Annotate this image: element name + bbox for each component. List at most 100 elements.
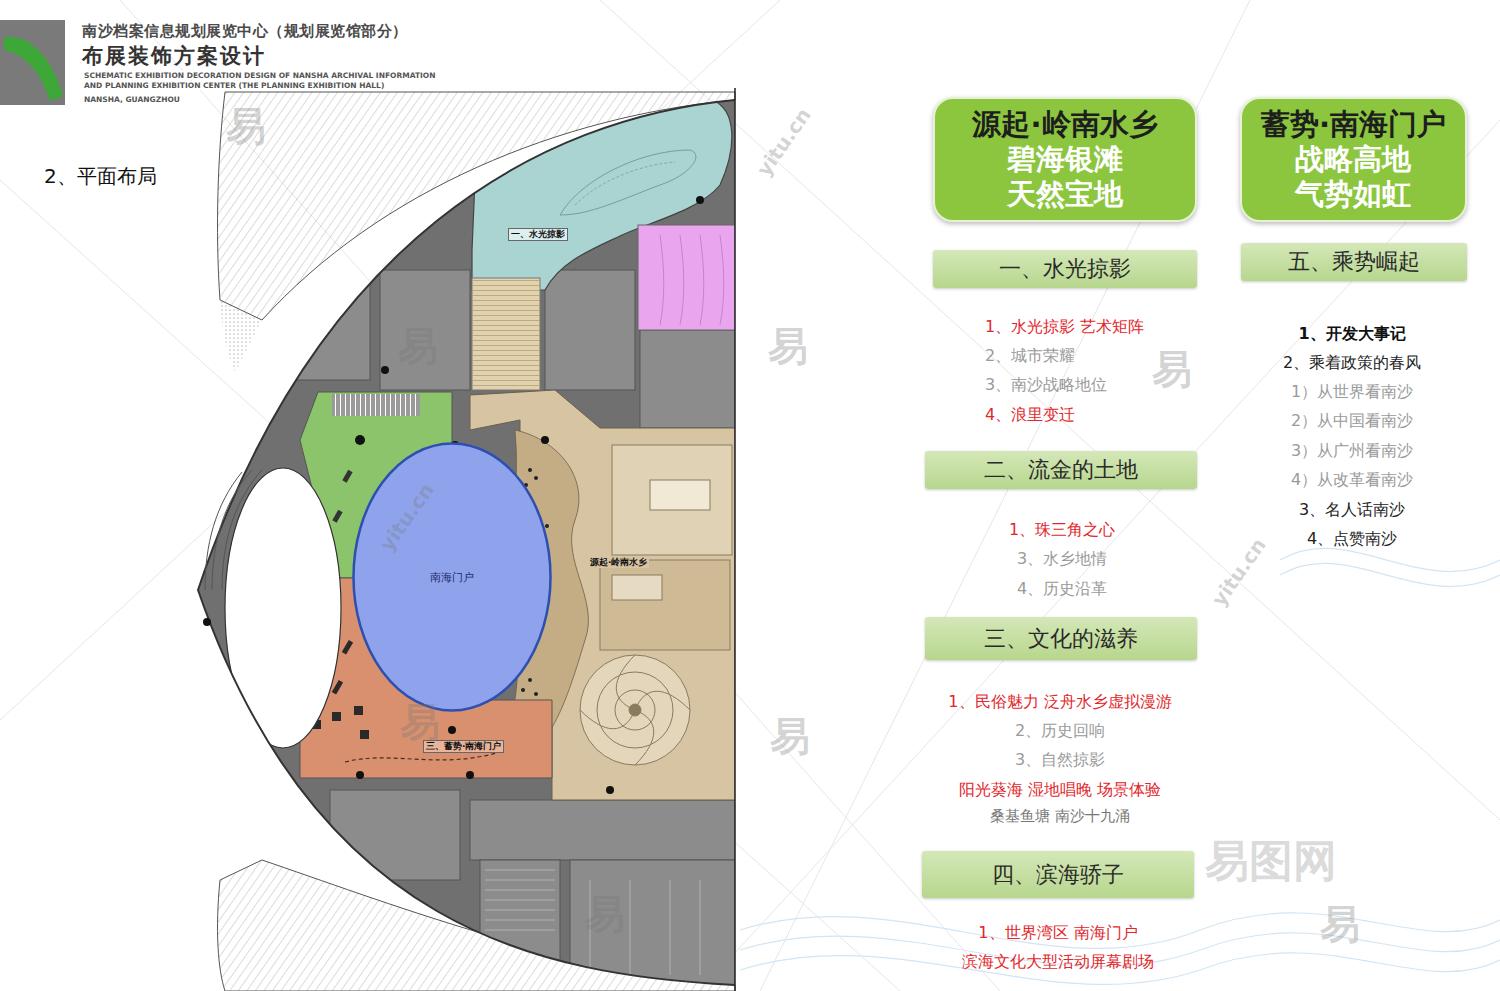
- theme-header: 源起·岭南水乡碧海银滩 天然宝地: [933, 97, 1197, 222]
- plan-rect: [380, 270, 470, 390]
- plan-path: [680, 235, 684, 325]
- plan-rect: [342, 470, 352, 483]
- plan-rect: [332, 510, 342, 523]
- plan-line: [485, 910, 555, 911]
- list-item: 2、乘着政策的春风: [1283, 353, 1421, 372]
- plan-circle: [355, 435, 365, 445]
- plan-circle: [296, 326, 304, 334]
- watermark: 易: [1152, 345, 1192, 393]
- plan-circle: [528, 468, 532, 472]
- plan-strips: [218, 92, 735, 991]
- watermark: 易: [768, 322, 808, 370]
- plan-rect: [332, 712, 341, 721]
- watermark: yitu.cn: [1207, 533, 1271, 610]
- plan-circle: [356, 771, 364, 779]
- list-item: 1、水光掠影 艺术矩阵: [985, 317, 1144, 336]
- plan-line: [630, 880, 631, 975]
- list-item: 2、历史回响: [1015, 721, 1105, 740]
- plan-edge: [734, 88, 736, 991]
- plan-rect: [570, 860, 735, 985]
- ellipse-outline: [354, 444, 551, 711]
- plan-rect: [650, 480, 710, 510]
- theme-header: 蓄势·南海门户战略高地 气势如虹: [1240, 97, 1467, 222]
- plan-path: [212, 470, 252, 590]
- plan-line: [760, 0, 1250, 991]
- building-outline: [198, 100, 735, 985]
- plan-path: [740, 953, 1500, 984]
- plan-rect: [260, 240, 370, 380]
- tan-rooms: [600, 445, 732, 650]
- list-item: 3、自然掠影: [1015, 750, 1105, 769]
- white-hole: [225, 468, 341, 748]
- node-heading: 南海门户: [430, 570, 474, 585]
- ramp-lines: [472, 278, 540, 390]
- plan-circle: [381, 366, 389, 374]
- plan-line: [485, 870, 555, 871]
- node-heading: 五、乘势崛起: [1288, 247, 1420, 277]
- plan-path: [222, 470, 262, 590]
- plan-line: [700, 880, 701, 975]
- list-item: 2、城市荣耀: [985, 346, 1075, 365]
- plan-path: [660, 235, 664, 325]
- orange-route: [345, 752, 500, 762]
- zone-label: 源起·岭南水乡: [588, 557, 649, 568]
- plan-rect: [612, 575, 662, 600]
- plan-circle: [696, 196, 704, 204]
- node-body: 碧海银滩 天然宝地: [998, 142, 1131, 212]
- plan-rect: [612, 445, 732, 555]
- green-marks: [332, 470, 352, 523]
- plan-circle: [521, 688, 525, 692]
- plan-rect: [545, 270, 635, 390]
- stair-lines: [485, 870, 700, 975]
- plan-rect: [480, 860, 560, 970]
- plan-rect: [330, 790, 460, 880]
- plan-line: [485, 920, 555, 921]
- list-item: 1、珠三角之心: [1009, 520, 1115, 539]
- watermark: 易: [770, 712, 810, 760]
- node-heading: 四、滨海骄子: [992, 860, 1124, 890]
- list-item: 1、世界湾区 南海门户: [978, 923, 1137, 942]
- plan-line: [0, 180, 900, 991]
- plan-circle: [448, 726, 456, 734]
- plan-rect: [470, 800, 735, 860]
- column-dots: [286, 196, 704, 864]
- list-item: 3、南沙战略地位: [985, 375, 1107, 394]
- plan-line: [700, 120, 1500, 991]
- plan-circle: [534, 692, 538, 696]
- entry-dot: [203, 618, 211, 626]
- plan-rect: [640, 330, 735, 428]
- zone-label: 一、水光掠影: [508, 228, 568, 241]
- plan-line: [485, 890, 555, 891]
- node-heading: 一、水光掠影: [999, 254, 1131, 284]
- section-band: 四、滨海骄子: [922, 851, 1194, 898]
- list-item: 1）从世界看南沙: [1291, 382, 1413, 401]
- circle-pattern: [580, 655, 690, 765]
- plan-path: [4, 37, 63, 101]
- plan-path: [580, 655, 690, 765]
- entry-arcs: [205, 470, 262, 590]
- pink-lines: [660, 235, 724, 325]
- plan-path: [720, 235, 724, 325]
- list-item: 4）从改革看南沙: [1291, 470, 1413, 489]
- ramp: [472, 278, 540, 390]
- plan-path: [205, 472, 242, 590]
- plan-circle: [466, 771, 474, 779]
- logo: [0, 20, 65, 105]
- plan-rect: [360, 730, 369, 739]
- plan-circle: [606, 786, 614, 794]
- list-item: 2）从中国看南沙: [1291, 411, 1413, 430]
- english-place: NANSHA, GUANGZHOU: [82, 95, 182, 104]
- plan-line: [120, 0, 1000, 991]
- pink-room: [638, 225, 735, 330]
- english-title: SCHEMATIC EXHIBITION DECORATION DESIGN O…: [82, 71, 437, 80]
- list-item: 1、开发大事记: [1298, 324, 1405, 343]
- list-item: 滨海文化大型活动屏幕剧场: [962, 952, 1154, 971]
- page-title: 南沙档案信息规划展览中心（规划展览馆部分）: [82, 22, 408, 40]
- plan-path: [1280, 548, 1500, 571]
- section-heading: 2、平面布局: [44, 164, 157, 188]
- watermark: 易: [398, 322, 438, 370]
- plan-line: [0, 0, 780, 720]
- section-band: 一、水光掠影: [933, 250, 1197, 288]
- building: [198, 100, 735, 985]
